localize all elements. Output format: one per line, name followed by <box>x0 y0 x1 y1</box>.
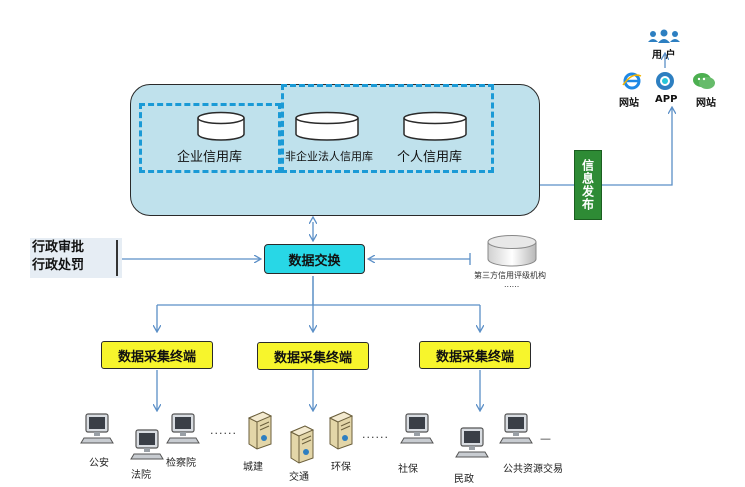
users-label: 用 户 <box>652 50 676 61</box>
publish-to-app-line <box>602 108 672 186</box>
terminal-3-label: 数据采集终端 <box>435 349 514 365</box>
third-party-db-icon <box>487 235 537 267</box>
server-icon <box>289 425 315 464</box>
data-collection-terminal-1: 数据采集终端 <box>101 341 213 369</box>
non-enterprise-db-icon <box>295 111 359 141</box>
group3-more-dots: — <box>540 432 552 445</box>
third-party-label: 第三方信用评级机构 <box>474 271 546 280</box>
data-exchange-label: 数据交换 <box>288 253 341 269</box>
terminal-2-label: 数据采集终端 <box>273 350 352 366</box>
app-icon <box>656 72 674 90</box>
server-icon <box>328 411 354 450</box>
environment-label: 环保 <box>331 462 351 473</box>
data-collection-terminal-2: 数据采集终端 <box>257 342 369 370</box>
computer-icon <box>130 429 164 460</box>
procuratorate-label: 检察院 <box>166 458 196 469</box>
transport-label: 交通 <box>289 472 309 483</box>
computer-icon <box>455 427 489 458</box>
non-enterprise-personal-db-group <box>281 84 494 173</box>
social-security-label: 社保 <box>398 464 418 475</box>
admin-divider <box>116 240 118 276</box>
personal-db-icon <box>403 111 467 141</box>
server-icon <box>247 411 273 450</box>
admin-penalty-label: 行政处罚 <box>32 258 85 273</box>
enterprise-db-group <box>139 103 281 173</box>
court-label: 法院 <box>131 470 151 481</box>
data-exchange-box: 数据交换 <box>264 244 365 274</box>
non-enterprise-db-label: 非企业法人信用库 <box>285 150 373 163</box>
admin-labels-box: 行政审批 行政处罚 <box>30 238 122 278</box>
website-left-label: 网站 <box>619 98 639 109</box>
info-publish-box: 信息发布 <box>574 150 602 220</box>
enterprise-db-icon <box>197 111 245 141</box>
computer-icon <box>400 413 434 444</box>
third-party-dots: ...... <box>504 280 520 289</box>
website-right-label: 网站 <box>696 98 716 109</box>
admin-approval-label: 行政审批 <box>32 240 85 255</box>
public-security-label: 公安 <box>89 458 109 469</box>
ie-browser-icon <box>622 72 642 90</box>
computer-icon <box>499 413 533 444</box>
users-icon <box>648 29 680 43</box>
group2-more-dots: ...... <box>362 428 389 441</box>
app-label: APP <box>655 94 678 105</box>
terminal-1-label: 数据采集终端 <box>117 349 196 365</box>
group1-more-dots: ...... <box>210 424 237 437</box>
personal-db-label: 个人信用库 <box>397 150 463 165</box>
data-collection-terminal-3: 数据采集终端 <box>419 341 531 369</box>
enterprise-db-label: 企业信用库 <box>177 150 243 165</box>
urban-construction-label: 城建 <box>243 462 263 473</box>
computer-icon <box>80 413 114 444</box>
computer-icon <box>166 413 200 444</box>
info-publish-label: 信息发布 <box>580 159 595 211</box>
public-resource-trading-label: 公共资源交易 <box>503 464 563 475</box>
civil-affairs-label: 民政 <box>454 474 474 485</box>
wechat-icon <box>693 73 715 89</box>
